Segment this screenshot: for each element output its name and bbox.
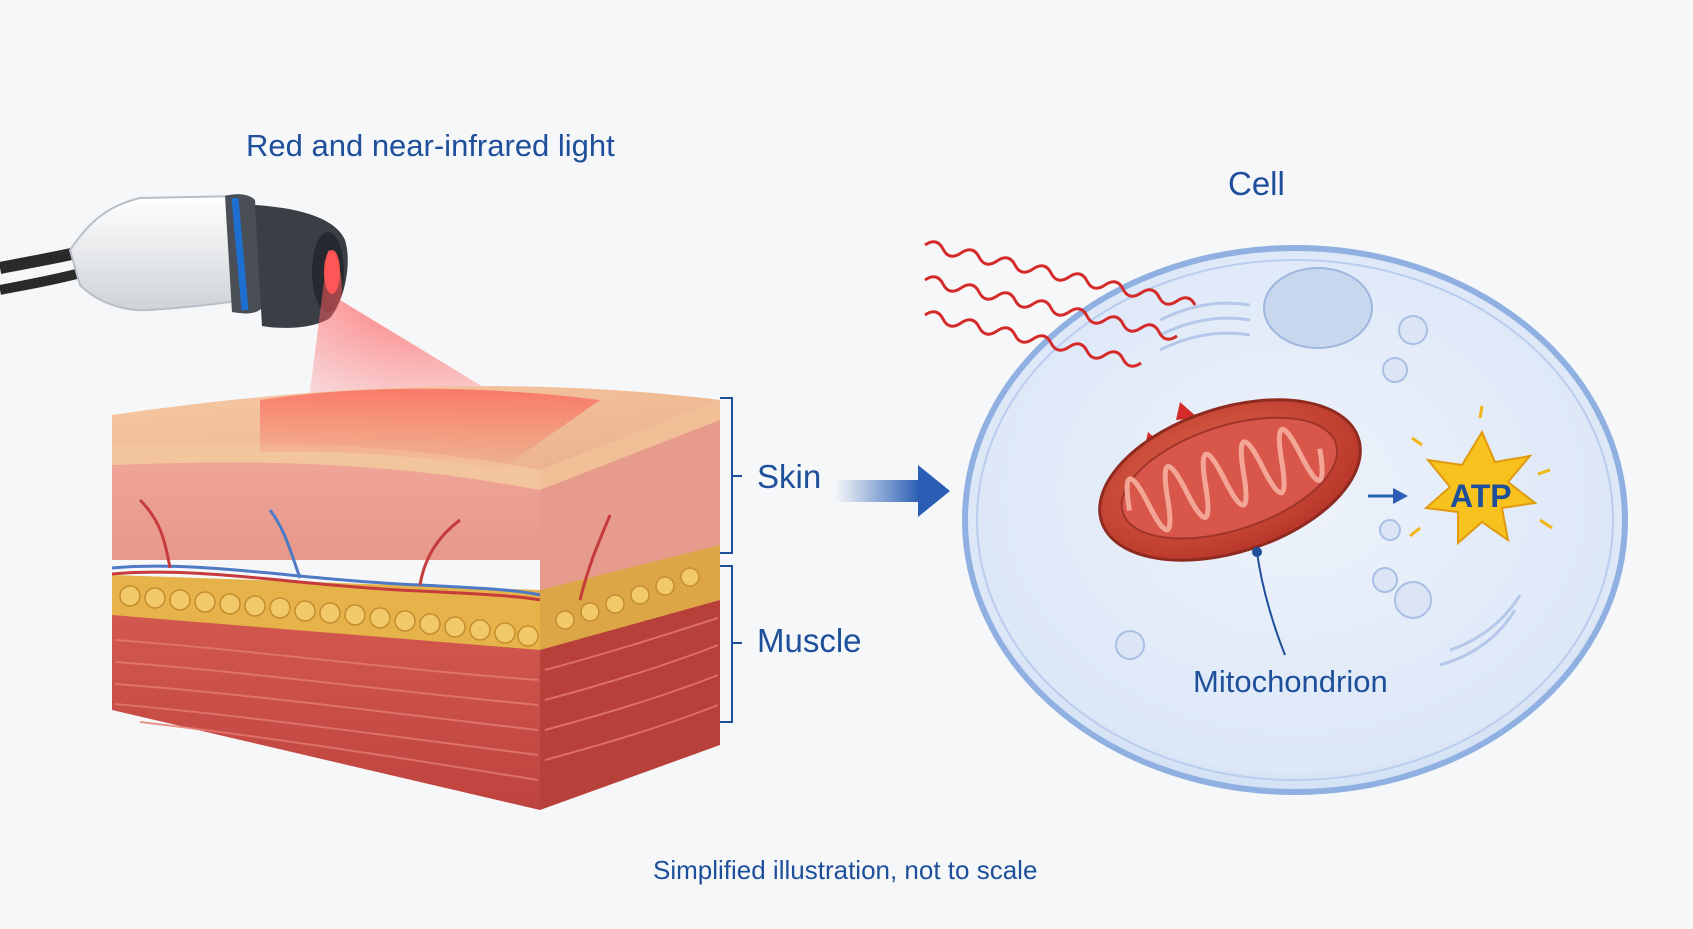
light-therapy-device-icon	[0, 194, 348, 328]
mitochondrion-label: Mitochondrion	[1193, 664, 1388, 699]
skin-label: Skin	[757, 458, 822, 495]
mitochondrion-pointer	[1252, 547, 1286, 656]
skin-bracket	[720, 397, 742, 554]
light-label: Red and near-infrared light	[246, 128, 615, 163]
cell-label: Cell	[1228, 165, 1285, 202]
right-arrow-icon	[835, 465, 950, 517]
muscle-label: Muscle	[757, 622, 862, 659]
starburst-icon	[1409, 405, 1553, 546]
caption: Simplified illustration, not to scale	[653, 855, 1038, 885]
tissue-block	[111, 386, 720, 810]
right-arrow-icon	[1368, 488, 1408, 504]
mitochondrion	[1098, 398, 1362, 562]
light-rays	[924, 240, 1197, 368]
atp-label: ATP	[1450, 478, 1512, 514]
muscle-bracket	[720, 565, 742, 723]
